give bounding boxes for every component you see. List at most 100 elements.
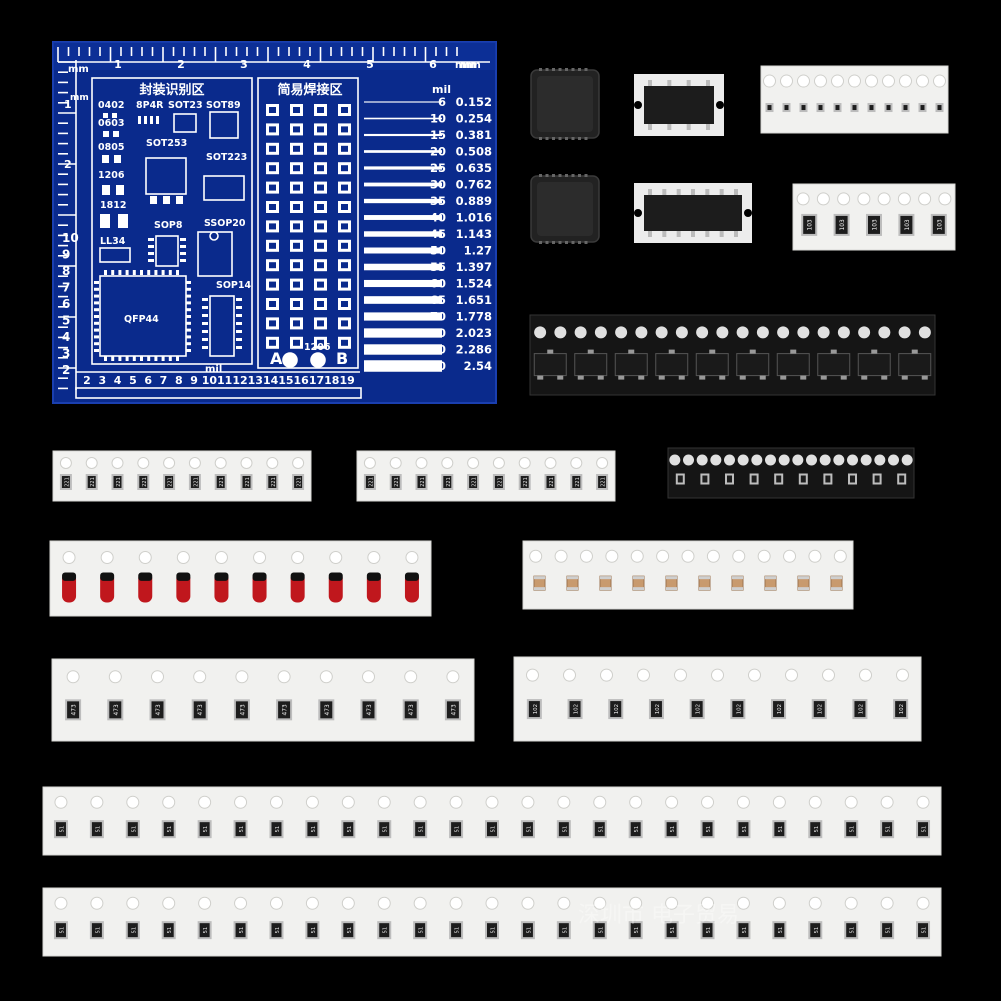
sprocket-hole [916, 896, 930, 910]
smd-resistor [823, 473, 833, 485]
smd-resistor [341, 921, 356, 940]
solder-pad-hole [293, 262, 300, 269]
mm-value: 0.762 [456, 178, 492, 192]
cap-terminal [666, 576, 677, 580]
ic-pin [676, 231, 681, 237]
solder-pad-hole [317, 242, 324, 249]
silkscreen-pad [236, 314, 242, 317]
sprocket-hole [933, 74, 946, 88]
bottom-scale-number: 12 [232, 374, 247, 387]
resistor-marking: 51 [778, 826, 784, 832]
resistor-marking: 51 [311, 927, 317, 933]
smd-resistor [893, 699, 909, 720]
resistor-marking: 51 [814, 927, 820, 933]
ic-pin [691, 189, 695, 195]
sprocket-hole [198, 795, 212, 809]
package-label: 8P4R [136, 100, 164, 111]
sprocket-hole [629, 896, 643, 910]
solder-pad-hole [293, 184, 300, 191]
mm-value: 1.778 [456, 310, 492, 324]
top-ruler-number: 2 [177, 58, 185, 71]
sprocket-hole [675, 326, 688, 339]
resistor-marking: 221 [168, 477, 174, 487]
ic-pin [648, 80, 652, 86]
cap-terminal [567, 576, 578, 580]
smd-resistor [341, 820, 356, 839]
sprocket-hole [404, 670, 418, 684]
smd-resistor [53, 921, 68, 940]
ic-pin [648, 189, 652, 195]
solder-pad-hole [341, 126, 348, 133]
sprocket-hole [413, 896, 427, 910]
silkscreen-pad [118, 356, 122, 361]
sot-lead [911, 349, 918, 354]
reel-small-dark-tape [667, 447, 915, 499]
resistor-marking: 51 [598, 826, 604, 832]
ic-top [537, 182, 593, 236]
sprocket-hole [888, 454, 899, 466]
resistor-marking: 102 [533, 704, 539, 714]
silkscreen-pad [202, 338, 208, 341]
ic-pin [552, 137, 555, 140]
smd-resistor [188, 474, 201, 490]
resistor-marking: 221 [297, 477, 303, 487]
silkscreen-pad [125, 356, 129, 361]
smd-resistor [852, 699, 868, 720]
sprocket-hole [635, 326, 648, 339]
silkscreen-pad [176, 196, 183, 204]
ic-pin [539, 68, 542, 71]
package-label: A [270, 349, 283, 368]
trace-width-bar [364, 263, 442, 271]
smd-resistor [377, 921, 392, 940]
sprocket-hole [305, 896, 319, 910]
silkscreen-pad [168, 356, 172, 361]
silkscreen-pad [186, 301, 191, 305]
smd-resistor [689, 699, 705, 720]
sprocket-hole [797, 326, 810, 339]
resistor-marking: 473 [156, 704, 162, 715]
smd-resistor [276, 699, 293, 721]
ic-pin [584, 241, 588, 244]
mm-value: 1.27 [464, 244, 492, 258]
sprocket-hole [783, 549, 797, 563]
silkscreen-pad [154, 356, 158, 361]
sprocket-hole [269, 795, 283, 809]
sprocket-hole [772, 795, 786, 809]
trace-width-bar [364, 328, 442, 338]
diode-band [138, 572, 153, 581]
plcc-chip-bottom [530, 174, 600, 244]
left-scale-number: 6 [62, 297, 70, 311]
sprocket-hole [319, 670, 333, 684]
smd-resistor [880, 820, 895, 839]
diode-band [366, 572, 381, 581]
sprocket-hole [857, 192, 871, 206]
sprocket-hole [737, 454, 749, 466]
silkscreen-pad [148, 238, 154, 241]
solder-pad-hole [269, 242, 276, 249]
smd-resistor [592, 921, 607, 940]
sprocket-hole [579, 549, 593, 563]
trace-width-bar [364, 279, 442, 288]
sprocket-hole [865, 74, 878, 88]
silkscreen-pad [176, 270, 179, 275]
tape-hole [634, 101, 642, 109]
sot89-outline [209, 111, 239, 139]
sprocket-hole [193, 670, 207, 684]
resistor-marking: 473 [283, 704, 289, 715]
sot-lead [871, 349, 878, 354]
mm-value: 0.635 [456, 161, 492, 175]
diode-band [404, 572, 419, 581]
mil-value: 55 [430, 260, 446, 274]
package-label: 0805 [98, 142, 124, 153]
resistor-marking: 473 [409, 704, 415, 715]
smd-resistor [880, 921, 895, 940]
sprocket-hole [831, 74, 844, 88]
bottom-scale-number: 10 [202, 374, 218, 387]
sprocket-hole [916, 74, 929, 88]
solder-pad-hole [293, 204, 300, 210]
resistor-marking: 51 [670, 927, 676, 933]
bottom-scale-number: 17 [309, 374, 324, 387]
diode-band [176, 572, 191, 581]
sprocket-hole [732, 549, 746, 563]
silkscreen-pad [186, 294, 191, 298]
